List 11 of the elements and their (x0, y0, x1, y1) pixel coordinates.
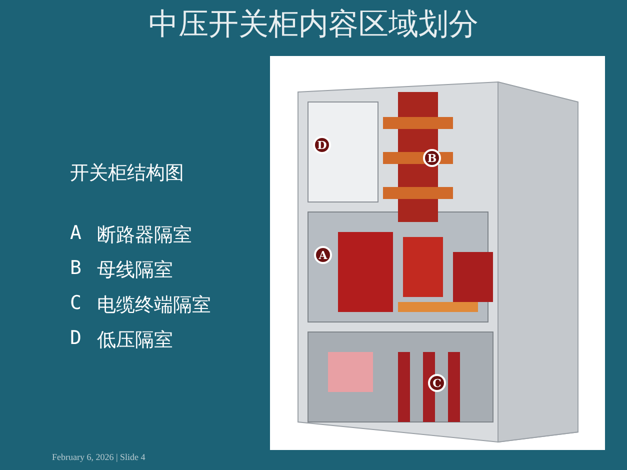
compartment-name: 电缆终端隔室 (97, 293, 211, 318)
section-heading: 开关柜结构图 (70, 161, 184, 186)
compartment-name: 断路器隔室 (97, 223, 192, 248)
legend-letter: A (70, 222, 82, 244)
legend-letter: D (70, 327, 82, 349)
compartment-name: 母线隔室 (97, 258, 173, 283)
legend-letter: C (70, 292, 82, 314)
slide-title: 中压开关柜内容区域划分 (148, 6, 480, 44)
legend-letter: B (70, 257, 82, 279)
slide-footer: February 6, 2026 | Slide 4 (52, 452, 146, 462)
compartment-name: 低压隔室 (97, 328, 173, 353)
